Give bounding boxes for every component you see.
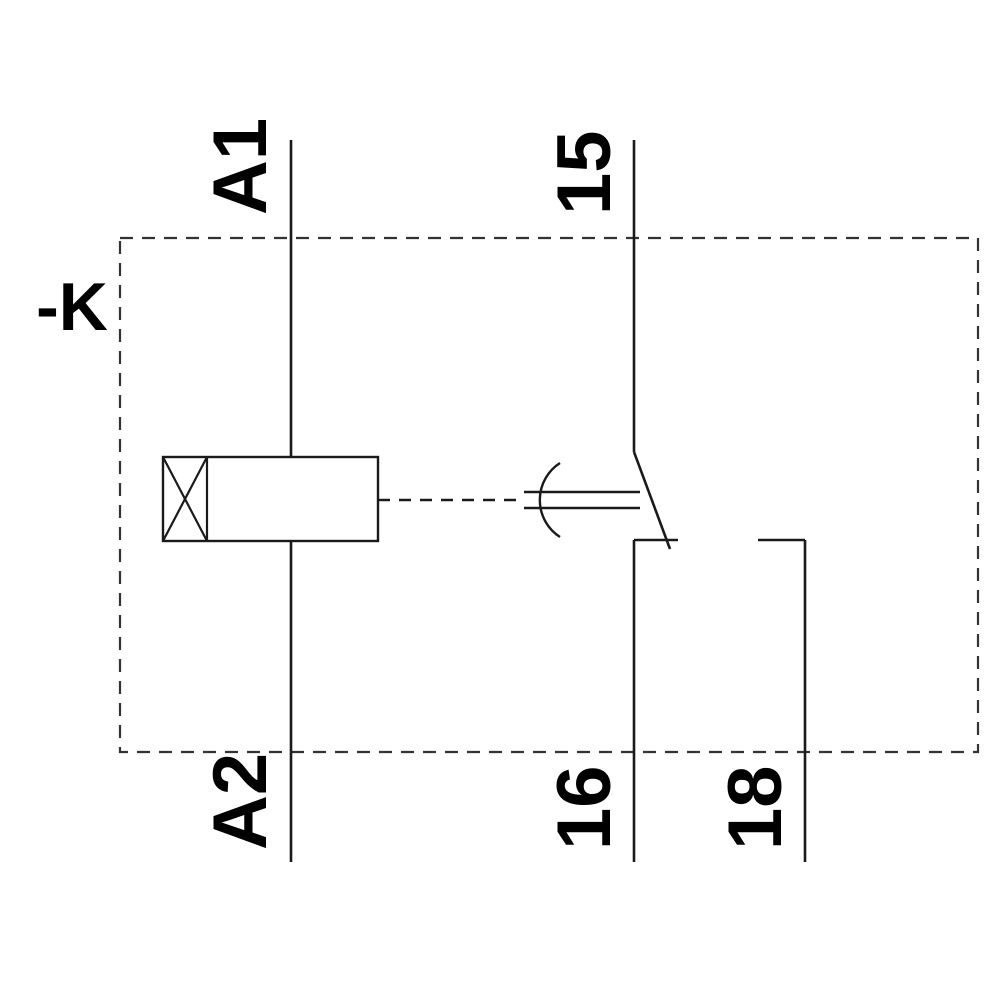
- contact-actuator-arc: [538, 461, 561, 539]
- relay-coil-body: [161, 455, 380, 543]
- switch-blade: [632, 451, 672, 550]
- device-designation-label: -K: [36, 269, 108, 345]
- terminal-label-a2: A2: [198, 753, 283, 850]
- terminal-label-15: 15: [542, 130, 627, 215]
- relay-coil-cross-stroke-b: [162, 456, 208, 542]
- terminal-label-18: 18: [713, 765, 798, 850]
- terminal-label-16: 16: [542, 765, 627, 850]
- device-boundary-dashed-rect: [118, 236, 980, 754]
- terminal-label-a1: A1: [198, 118, 283, 215]
